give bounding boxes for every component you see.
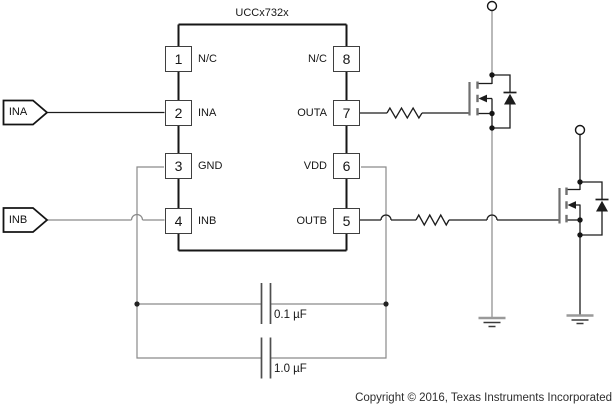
- junction-dot: [489, 125, 495, 131]
- inb-lead-wire: [47, 213, 165, 221]
- body-arrow-icon: [478, 94, 487, 103]
- capacitor-c1-value: 0.1 µF: [274, 309, 307, 321]
- copyright-notice: Copyright © 2016, Texas Instruments Inco…: [355, 392, 612, 404]
- mosfet-q1: [468, 72, 517, 131]
- junction-dot: [577, 217, 583, 223]
- pin-box-2: 2: [165, 100, 192, 126]
- junction-dot: [489, 72, 495, 78]
- pin-name-outa: OUTA: [297, 107, 327, 119]
- resistor-r1: [386, 106, 423, 120]
- pin-name-nc-1: N/C: [198, 53, 217, 65]
- capacitor-c1: [260, 283, 272, 324]
- wire-hop-icon: [486, 214, 498, 221]
- body-arrow-icon: [567, 201, 576, 209]
- pin-box-4: 4: [165, 208, 192, 234]
- ic-body-outline: [177, 23, 348, 252]
- junction-dot: [383, 301, 389, 307]
- inb-flag-label: INB: [8, 213, 28, 226]
- body-diode-d1: [504, 93, 516, 105]
- resistor-r2: [415, 213, 450, 227]
- pin-name-vdd: VDD: [303, 160, 327, 172]
- capacitor-c2-value: 1.0 µF: [274, 363, 307, 375]
- ground-icon: [566, 314, 594, 325]
- pin-box-6: 6: [333, 153, 360, 179]
- part-number-label: UCCx732x: [235, 7, 289, 19]
- wire-hop-icon: [380, 214, 392, 221]
- junction-dot: [577, 179, 583, 185]
- pin-box-3: 3: [165, 153, 192, 179]
- supply-terminal-icon: [574, 124, 586, 136]
- pin-box-7: 7: [333, 100, 360, 126]
- junction-dot: [489, 110, 495, 117]
- pin-name-nc-8: N/C: [308, 53, 327, 65]
- wire-hop-icon: [130, 213, 144, 221]
- ground-icon: [478, 316, 506, 328]
- ina-flag-label: INA: [8, 106, 28, 118]
- gnd-decoupling-net: [136, 166, 262, 359]
- vdd-decoupling-net: [270, 166, 387, 359]
- supply-terminal-icon: [486, 0, 498, 12]
- pin-box-1: 1: [165, 46, 192, 72]
- pin-name-gnd: GND: [198, 160, 223, 172]
- pin-name-inb: INB: [198, 215, 217, 227]
- pin-name-ina: INA: [198, 107, 217, 119]
- junction-dot: [134, 301, 140, 307]
- mosfet-q2: [558, 134, 609, 316]
- outa-wire: [358, 106, 469, 120]
- pin-box-5: 5: [333, 208, 360, 234]
- junction-dot: [577, 232, 583, 238]
- body-diode-d2: [596, 200, 608, 212]
- outb-wire: [358, 213, 559, 227]
- capacitor-c2: [260, 337, 272, 379]
- pin-name-outb: OUTB: [296, 215, 327, 227]
- pin-box-8: 8: [333, 46, 360, 72]
- input-flag-inb: [2, 207, 49, 233]
- input-flag-ina: [2, 99, 49, 126]
